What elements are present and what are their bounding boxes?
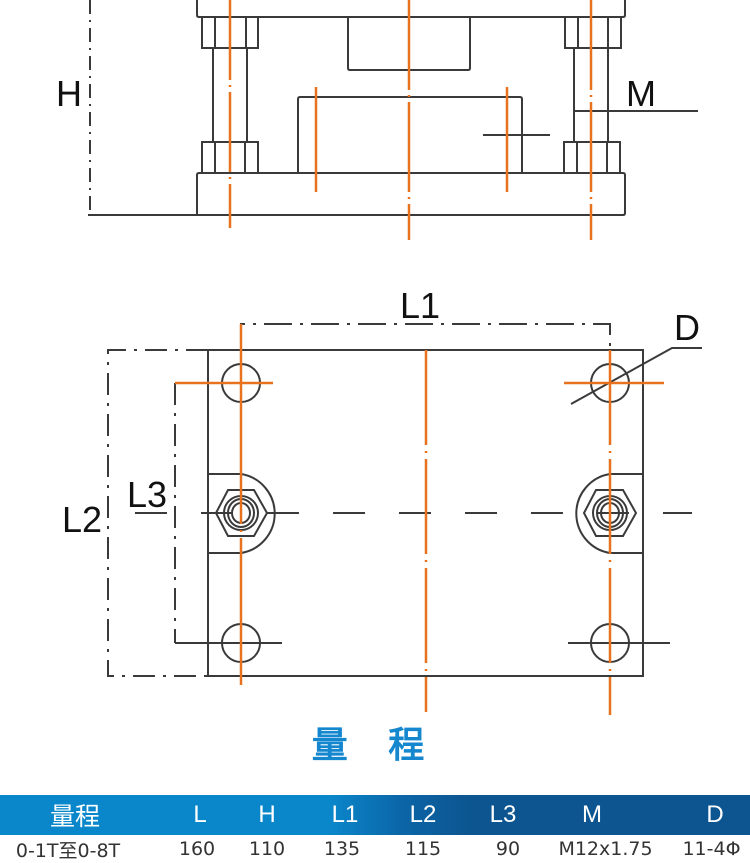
d-label: D bbox=[674, 307, 700, 348]
header-l1: L1 bbox=[331, 801, 359, 828]
spec-table-row: 0-1T至0-8T 160 110 135 115 90 M12x1.75 11… bbox=[0, 835, 750, 863]
top-view-centerlines bbox=[175, 324, 664, 715]
l3-label: L3 bbox=[127, 474, 167, 515]
header-range: 量程 bbox=[49, 802, 100, 831]
spec-table-header: 量程 L H L1 L2 L3 M D bbox=[0, 795, 750, 835]
cell-range: 0-1T至0-8T bbox=[15, 839, 121, 862]
cell-l: 160 bbox=[178, 838, 216, 860]
cell-d: 11-4Φ bbox=[682, 838, 741, 860]
cell-h: 110 bbox=[248, 838, 286, 860]
right-upper-nut bbox=[564, 16, 622, 49]
header-m: M bbox=[582, 801, 602, 828]
header-h: H bbox=[258, 801, 276, 828]
side-view bbox=[88, 0, 698, 216]
header-d: D bbox=[706, 801, 724, 828]
section-title: 量 程 bbox=[311, 725, 439, 766]
right-bracket bbox=[575, 473, 643, 554]
right-nut-hex bbox=[582, 489, 638, 537]
cell-m: M12x1.75 bbox=[558, 838, 653, 860]
header-l: L bbox=[193, 801, 207, 828]
l1-label: L1 bbox=[400, 285, 440, 326]
header-l3: L3 bbox=[489, 801, 517, 828]
base-plate bbox=[196, 172, 626, 216]
cell-l3: 90 bbox=[495, 838, 521, 860]
header-l2: L2 bbox=[409, 801, 437, 828]
top-view bbox=[107, 323, 702, 677]
cell-l1: 135 bbox=[323, 838, 361, 860]
l2-dimension-line bbox=[107, 349, 208, 677]
l1-dimension-line bbox=[240, 323, 611, 348]
top-plate bbox=[196, 0, 626, 18]
h-label: H bbox=[56, 73, 82, 114]
side-view-centerlines bbox=[228, 0, 593, 240]
load-cell-mount-drawing: H M L1 bbox=[56, 0, 702, 715]
d-leader-line bbox=[570, 347, 702, 405]
cell-l2: 115 bbox=[404, 838, 442, 860]
m-label: M bbox=[626, 73, 656, 114]
l2-label: L2 bbox=[62, 499, 102, 540]
